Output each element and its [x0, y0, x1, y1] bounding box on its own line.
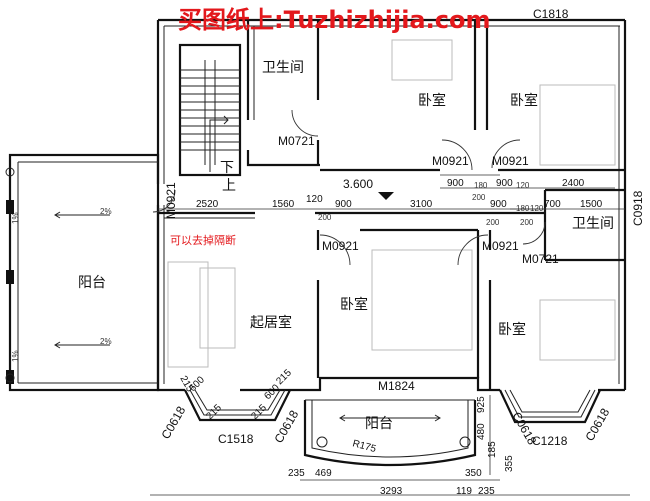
- dim-120-a: 120: [306, 194, 323, 205]
- bay-windows: [184, 389, 601, 424]
- room-bed1: 卧室: [418, 92, 446, 109]
- dim-2520: 2520: [196, 199, 219, 210]
- left-balcony: [5, 153, 160, 392]
- slope-mark-bottom: 2%: [100, 337, 112, 346]
- window-code-c0618-b: C0618: [271, 408, 301, 446]
- dim-200-d: 200: [520, 218, 534, 227]
- window-code-c0618-d: C0618: [582, 406, 612, 444]
- dim-2400: 2400: [562, 178, 585, 189]
- door-code-m0921-b: M0921: [492, 154, 529, 168]
- window-code-c1518: C1518: [218, 432, 254, 446]
- dim-3100: 3100: [410, 199, 433, 210]
- dim-350: 350: [465, 468, 482, 479]
- dimension-lines: [150, 174, 630, 496]
- dim-120-c: 120: [530, 204, 544, 213]
- door-code-m0921-a: M0921: [432, 154, 469, 168]
- door-code-m0721-right: M0721: [522, 252, 559, 266]
- dim-3293: 3293: [380, 486, 403, 497]
- window-code-c1218: C1218: [532, 434, 568, 448]
- dim-120-b: 120: [516, 181, 530, 190]
- dim-235-b: 235: [478, 486, 495, 497]
- partition-note: 可以去掉隔断: [170, 233, 236, 247]
- room-bed2: 卧室: [510, 92, 538, 109]
- dim-1500: 1500: [580, 199, 603, 210]
- stair-down-label: 下: [220, 160, 234, 176]
- dim-180-a: 180: [474, 181, 488, 190]
- room-wc-top: 卫生间: [262, 60, 304, 76]
- door-code-m1824: M1824: [378, 379, 415, 393]
- dim-900-b: 900: [447, 178, 464, 189]
- slope-mark-top: 2%: [100, 207, 112, 216]
- window-code-c0918: C0918: [631, 190, 645, 226]
- dim-235-a: 235: [288, 468, 305, 479]
- dim-700: 700: [544, 199, 561, 210]
- dim-200-c: 200: [486, 218, 500, 227]
- dim-900-a: 900: [335, 199, 352, 210]
- dim-185: 185: [487, 441, 498, 458]
- level-marker: [378, 192, 394, 200]
- door-code-m0921-c: M0921: [482, 239, 519, 253]
- door-code-m0921-d: M0921: [164, 182, 178, 219]
- dim-200-a: 200: [318, 213, 332, 222]
- dim-355: 355: [504, 455, 515, 472]
- window-code-c1818: C1818: [533, 7, 569, 21]
- dim-469: 469: [315, 468, 332, 479]
- slope-mark-side-b: 1%: [11, 350, 20, 362]
- dim-925: 925: [476, 396, 487, 413]
- dim-200-b: 200: [472, 193, 486, 202]
- door-code-m0921-left: M0921: [322, 239, 359, 253]
- furniture-sketch: [167, 39, 616, 368]
- dim-119: 119: [456, 486, 472, 497]
- staircase: [180, 60, 240, 172]
- room-balcony-bottom: 阳台: [365, 416, 393, 432]
- dim-480: 480: [476, 423, 487, 440]
- room-living: 起居室: [250, 314, 292, 331]
- room-bed3: 卧室: [340, 296, 368, 313]
- window-code-c0618-a: C0618: [158, 404, 188, 442]
- room-wc-right: 卫生间: [572, 216, 614, 232]
- dim-1560: 1560: [272, 199, 295, 210]
- bottom-balcony: [303, 399, 477, 467]
- room-bed4: 卧室: [498, 321, 526, 338]
- room-balcony-left: 阳台: [78, 275, 106, 291]
- door-code-m0721-top: M0721: [278, 134, 315, 148]
- floor-level: 3.600: [343, 177, 373, 191]
- slope-mark-side-a: 1%: [11, 212, 20, 224]
- dim-900-d: 900: [490, 199, 507, 210]
- bay-radius: R175: [351, 438, 377, 455]
- door-swings: [152, 109, 546, 266]
- dim-180-b: 180: [516, 204, 530, 213]
- dim-215-d: 215: [274, 367, 294, 387]
- dim-900-c: 900: [496, 178, 513, 189]
- stair-up-label: 上: [222, 178, 236, 194]
- watermark-text: 买图纸上:Tuzhizhijia.com: [178, 6, 490, 34]
